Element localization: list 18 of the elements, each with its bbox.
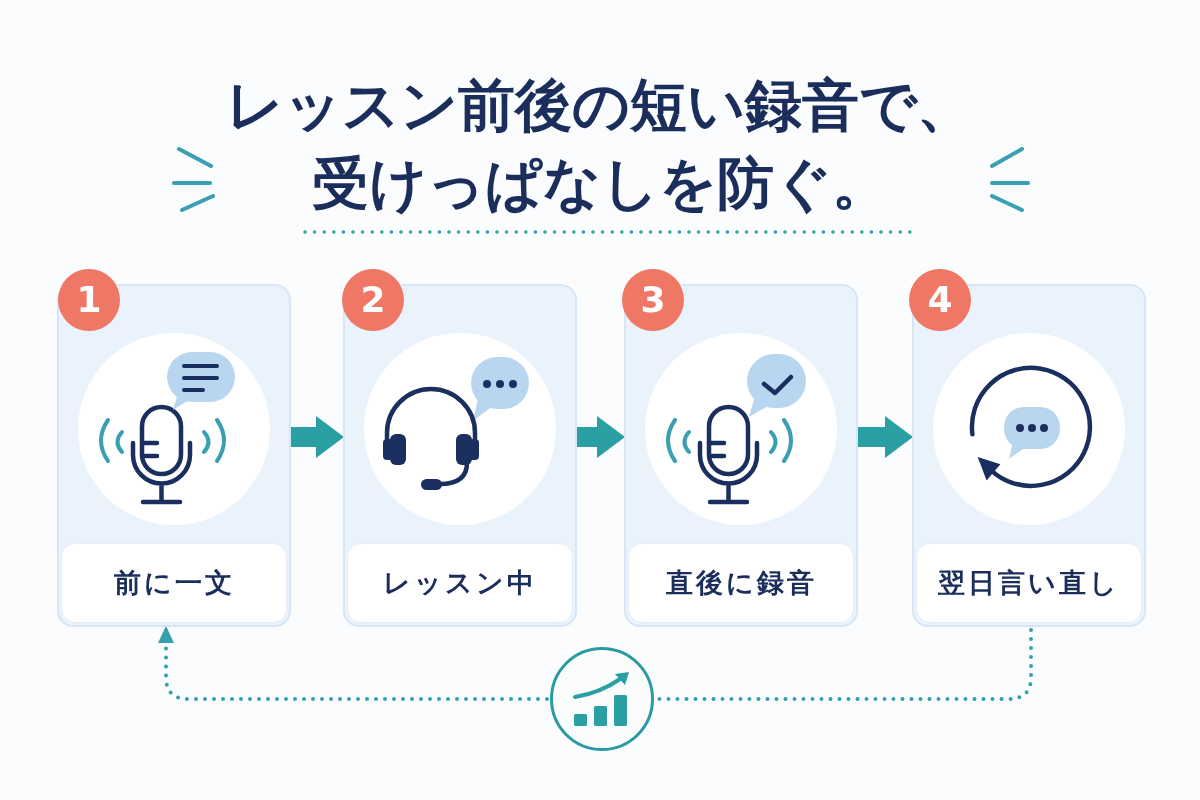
arrow <box>291 416 344 458</box>
step-label: 前に一文 <box>61 543 287 623</box>
step-card <box>912 284 1146 627</box>
step-card <box>57 284 291 627</box>
step-number-badge: 3 <box>622 269 684 331</box>
arrow <box>858 416 913 458</box>
dotted-arrow <box>158 625 549 701</box>
arrow <box>577 416 625 458</box>
step-label: 翌日言い直し <box>916 543 1142 623</box>
step-number-badge: 1 <box>58 269 120 331</box>
title: レッスン前後の短い録音で、受けっぱなしを防ぐ。 <box>225 71 975 218</box>
step-number-badge: 4 <box>909 269 971 331</box>
step-number-badge: 2 <box>342 269 404 331</box>
step-label: レッスン中 <box>347 543 573 623</box>
step-label: 直後に録音 <box>628 543 854 623</box>
step-card <box>343 284 577 627</box>
step-card <box>624 284 858 627</box>
dotted-line <box>655 628 1033 701</box>
